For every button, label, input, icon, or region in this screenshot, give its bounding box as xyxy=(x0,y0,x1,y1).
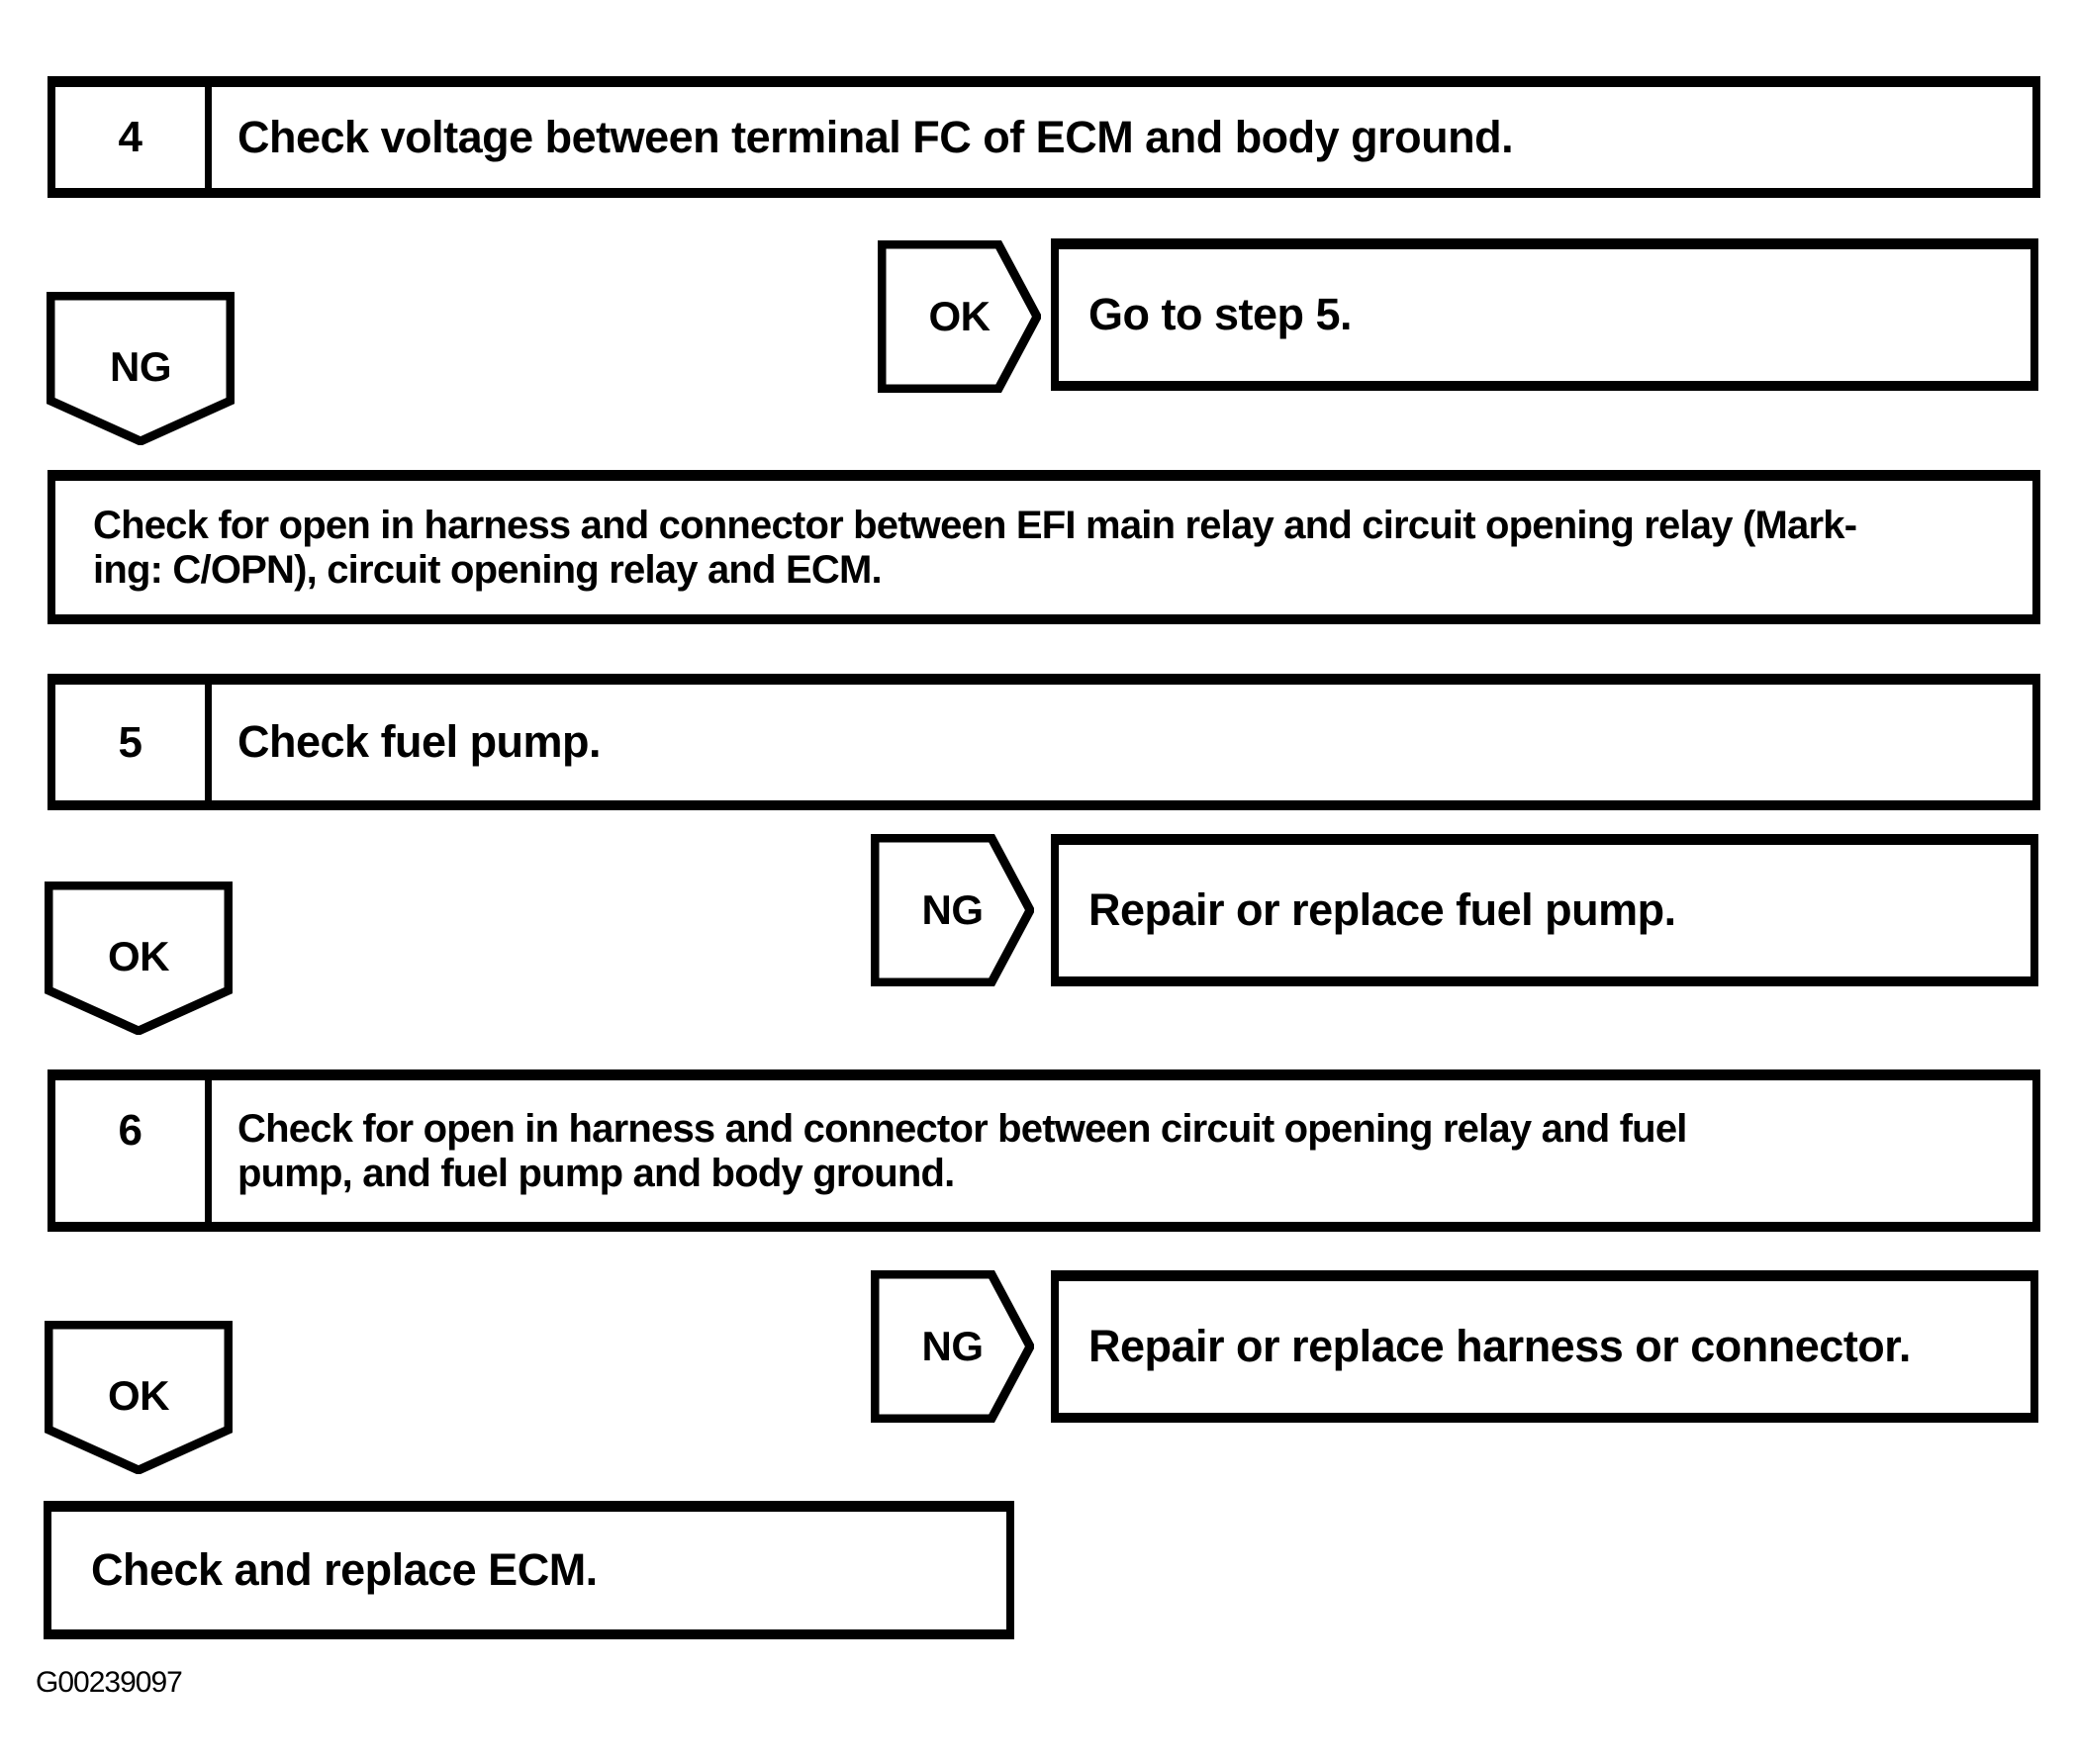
check-open-efi-relay-line2: ing: C/OPN), circuit opening relay and E… xyxy=(93,547,883,592)
step-6-box: 6 Check for open in harness and connecto… xyxy=(47,1069,2040,1232)
ng-connector-step6: NG xyxy=(871,1270,1034,1423)
repair-harness-text: Repair or replace harness or connector. xyxy=(1088,1321,1911,1372)
ok-right-arrow-icon xyxy=(878,240,1041,393)
figure-code: G00239097 xyxy=(36,1666,183,1699)
check-replace-ecm-box: Check and replace ECM. xyxy=(44,1501,1014,1639)
repair-fuel-pump-box: Repair or replace fuel pump. xyxy=(1051,834,2038,986)
ok-connector-step5: OK xyxy=(45,882,233,1035)
step-5-box: 5 Check fuel pump. xyxy=(47,674,2040,810)
ok-down-arrow-icon xyxy=(45,882,233,1035)
check-open-efi-relay-line1: Check for open in harness and connector … xyxy=(93,503,1857,547)
step-4-box: 4 Check voltage between terminal FC of E… xyxy=(47,76,2040,198)
step-6-number: 6 xyxy=(55,1080,212,1222)
ok-down-arrow-icon xyxy=(45,1321,233,1474)
step-6-line1: Check for open in harness and connector … xyxy=(237,1106,1687,1151)
ok-connector-step6: OK xyxy=(45,1321,233,1474)
check-replace-ecm-text: Check and replace ECM. xyxy=(91,1544,598,1596)
repair-harness-box: Repair or replace harness or connector. xyxy=(1051,1270,2038,1423)
step-5-number: 5 xyxy=(55,685,212,800)
go-to-step5-text: Go to step 5. xyxy=(1088,289,1353,340)
ng-connector-step5: NG xyxy=(871,834,1034,986)
ok-label: OK xyxy=(108,1371,170,1419)
check-open-efi-relay-box: Check for open in harness and connector … xyxy=(47,470,2040,624)
step-6-line2: pump, and fuel pump and body ground. xyxy=(237,1151,955,1195)
step-6-text: Check for open in harness and connector … xyxy=(212,1080,2032,1222)
ok-connector-step4: OK xyxy=(878,240,1041,393)
ng-down-arrow-icon xyxy=(47,292,235,445)
ng-right-arrow-icon xyxy=(871,1270,1034,1423)
ng-connector-step4: NG xyxy=(47,292,235,445)
check-open-efi-relay-text: Check for open in harness and connector … xyxy=(55,481,2032,614)
step-4-text: Check voltage between terminal FC of ECM… xyxy=(237,111,1514,162)
repair-fuel-pump-text: Repair or replace fuel pump. xyxy=(1088,884,1676,936)
step-4-number: 4 xyxy=(55,87,212,188)
ok-label: OK xyxy=(928,293,991,339)
ng-label: NG xyxy=(921,1323,985,1369)
ng-right-arrow-icon xyxy=(871,834,1034,986)
ng-label: NG xyxy=(110,342,172,390)
ok-label: OK xyxy=(108,932,170,979)
ng-label: NG xyxy=(921,886,985,933)
step-5-text: Check fuel pump. xyxy=(237,716,602,768)
go-to-step5-box: Go to step 5. xyxy=(1051,238,2038,391)
